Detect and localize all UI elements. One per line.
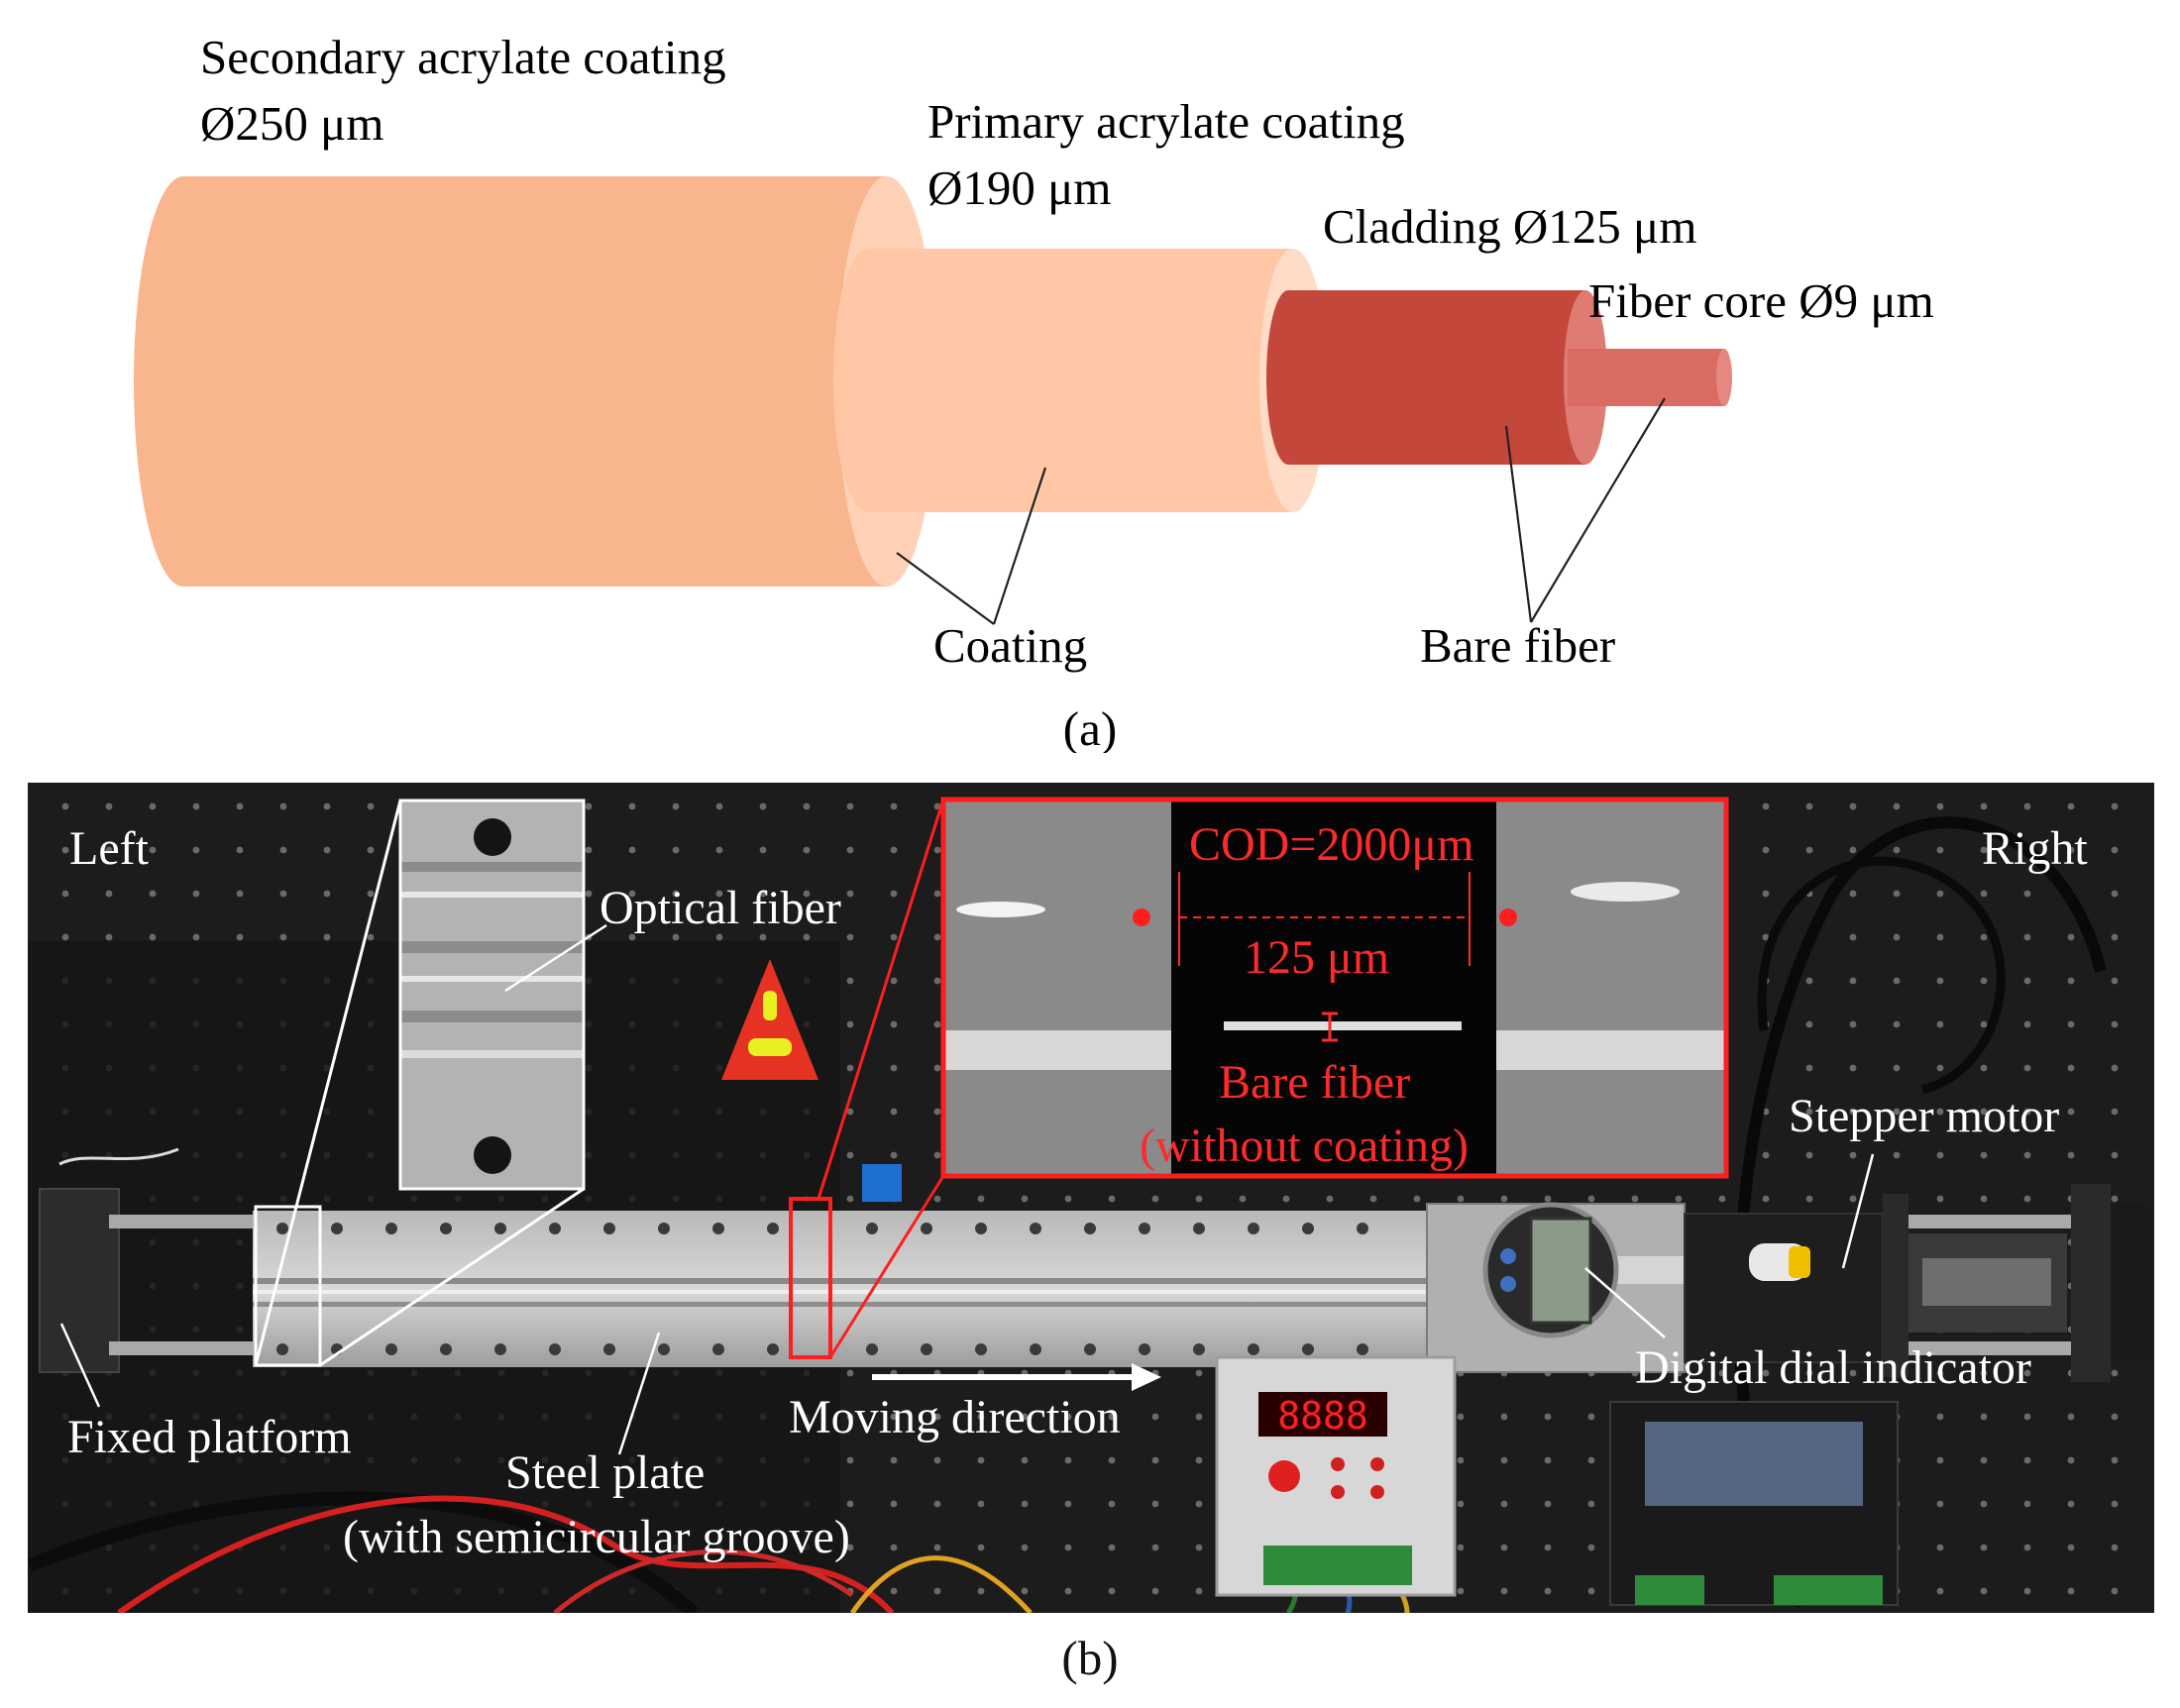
controller-box: 8888 <box>1215 1355 1457 1597</box>
cod-micrograph-inset <box>940 797 1729 1179</box>
fiber-core-label: Fiber core Ø9 μm <box>1588 273 1934 328</box>
crack-highlight-box <box>789 1197 832 1359</box>
optical-fiber-label: Optical fiber <box>600 882 841 934</box>
cladding-cylinder <box>1266 290 1607 465</box>
fiber-core-cylinder <box>1568 349 1732 406</box>
right-label: Right <box>1982 822 2088 875</box>
moving-direction-label: Moving direction <box>789 1391 1121 1443</box>
panel-b-caption: (b) <box>1061 1631 1118 1685</box>
panel-a-caption: (a) <box>1063 701 1117 753</box>
digital-dial-indicator-label: Digital dial indicator <box>1635 1341 2031 1394</box>
inset-bare-fiber-label: Bare fiber <box>1219 1056 1410 1109</box>
without-coating-label: (without coating) <box>1140 1120 1469 1172</box>
stepper-motor-label: Stepper motor <box>1789 1090 2059 1142</box>
controller-display: 8888 <box>1277 1394 1368 1438</box>
primary-coating-label: Primary acrylate coating <box>927 94 1405 149</box>
fiber-structure-diagram: Secondary acrylate coating Ø250 μm Prima… <box>134 30 1934 753</box>
secondary-coating-diameter: Ø250 μm <box>200 96 384 151</box>
fixed-platform-label: Fixed platform <box>67 1411 352 1463</box>
plate-holes <box>276 1223 1368 1355</box>
steel-plate-label: Steel plate <box>505 1446 705 1499</box>
semicircular-groove-label: (with semicircular groove) <box>343 1511 850 1563</box>
steel-plate-right <box>832 1211 1427 1367</box>
left-label: Left <box>69 822 150 875</box>
groove-highlight-box <box>254 1205 322 1367</box>
groove-zoom-inset <box>398 799 586 1191</box>
stepper-driver <box>1609 1401 1899 1606</box>
secondary-coating-label: Secondary acrylate coating <box>200 30 726 84</box>
cod-label: COD=2000μm <box>1189 818 1473 871</box>
steel-plate-left <box>253 1211 832 1367</box>
bare-fiber-label: Bare fiber <box>1420 618 1615 673</box>
photo-leader-lines <box>59 923 1875 1455</box>
cladding-label: Cladding Ø125 μm <box>1323 199 1696 254</box>
coating-label: Coating <box>933 618 1087 673</box>
fixed-platform <box>39 1188 120 1373</box>
moving-direction-arrow <box>872 1363 1161 1391</box>
fiber-width-label: 125 μm <box>1244 931 1389 984</box>
leader-lines <box>896 397 1666 625</box>
blue-connector <box>862 1164 902 1202</box>
primary-coating-diameter: Ø190 μm <box>927 160 1112 215</box>
spirit-level <box>721 959 818 1080</box>
